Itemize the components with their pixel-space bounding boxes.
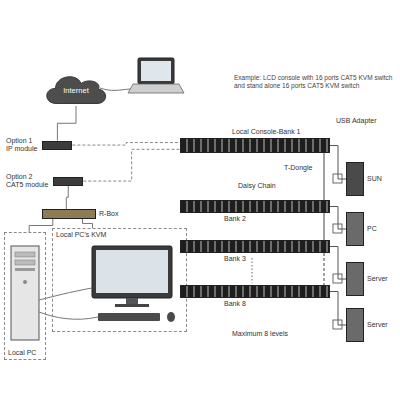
node-label: R-Box: [99, 210, 118, 218]
cable-connector: [83, 219, 93, 228]
kvm-switch: Bank 2: [180, 200, 330, 223]
kvm-switch: Bank 8: [180, 285, 330, 308]
server-tower: Server: [346, 262, 388, 296]
device-body: [42, 209, 96, 219]
levels-note: Maximum 8 levels: [232, 330, 288, 338]
local-pc-area: Local PC: [4, 232, 46, 360]
node-label: PC: [367, 225, 377, 233]
node-label: Option 1: [6, 137, 37, 145]
cable-connector: [324, 153, 325, 200]
node-label: IP module: [6, 145, 37, 153]
node-label: Bank 8: [224, 300, 246, 308]
part-name: USB Adapter: [336, 117, 376, 125]
cable-connector: [324, 213, 325, 240]
node-label: Option 2: [6, 173, 48, 181]
cable-connector: [72, 143, 180, 146]
server-tower: SUN: [346, 162, 382, 196]
device-body: [346, 162, 364, 196]
cable-connector: [330, 247, 346, 280]
part-name: T-Dongle: [284, 164, 312, 172]
laptop: [100, 58, 184, 93]
node-label: Local PC's KVM: [56, 231, 183, 239]
node-label: Internet: [63, 87, 88, 96]
example-note: Example: LCD console with 16 ports CAT5 …: [234, 74, 396, 90]
internet-cloud: Internet: [45, 74, 107, 106]
node-label: Bank 2: [224, 215, 246, 223]
cable-connector: [57, 106, 76, 141]
device-body: [180, 285, 330, 298]
device-body: [346, 212, 364, 246]
pc-tower: [11, 246, 39, 340]
device-body: [53, 177, 83, 186]
cable-connector: [330, 292, 346, 326]
console-monitor: [39, 246, 175, 322]
local-kvm-area: Local PC's KVM: [52, 228, 187, 332]
server-tower: PC: [346, 212, 377, 246]
device-body: [346, 308, 364, 342]
node-label: SUN: [367, 175, 382, 183]
node-label: Server: [367, 321, 388, 329]
device-body: [42, 141, 72, 150]
cable-connector: [330, 146, 346, 179]
cable-connector: [29, 219, 53, 232]
device-body: [180, 240, 330, 253]
node-label: Server: [367, 275, 388, 283]
node-label: Bank 3: [224, 255, 246, 263]
cable-connector: [83, 149, 180, 181]
device-body: [180, 200, 330, 213]
node-label: CAT5 module: [6, 181, 48, 189]
node-label: Local PC: [8, 349, 42, 357]
cable-connector: [66, 186, 68, 209]
r-box: R-Box: [42, 209, 118, 219]
kvm-switch: Local Console-Bank 1: [180, 128, 330, 153]
ip-module: Option 1IP module: [6, 137, 72, 153]
server-tower: Server: [346, 308, 388, 342]
cable-connector: [330, 207, 346, 230]
cable-connector: [324, 253, 325, 285]
device-body: [346, 262, 364, 296]
kvm-switch: Bank 3: [180, 240, 330, 263]
chain-note: Daisy Chain: [238, 182, 276, 190]
device-body: [180, 138, 330, 153]
level-gap: [252, 258, 253, 283]
cat5-module: Option 2CAT5 module: [6, 173, 83, 189]
node-label: Local Console-Bank 1: [232, 128, 301, 136]
